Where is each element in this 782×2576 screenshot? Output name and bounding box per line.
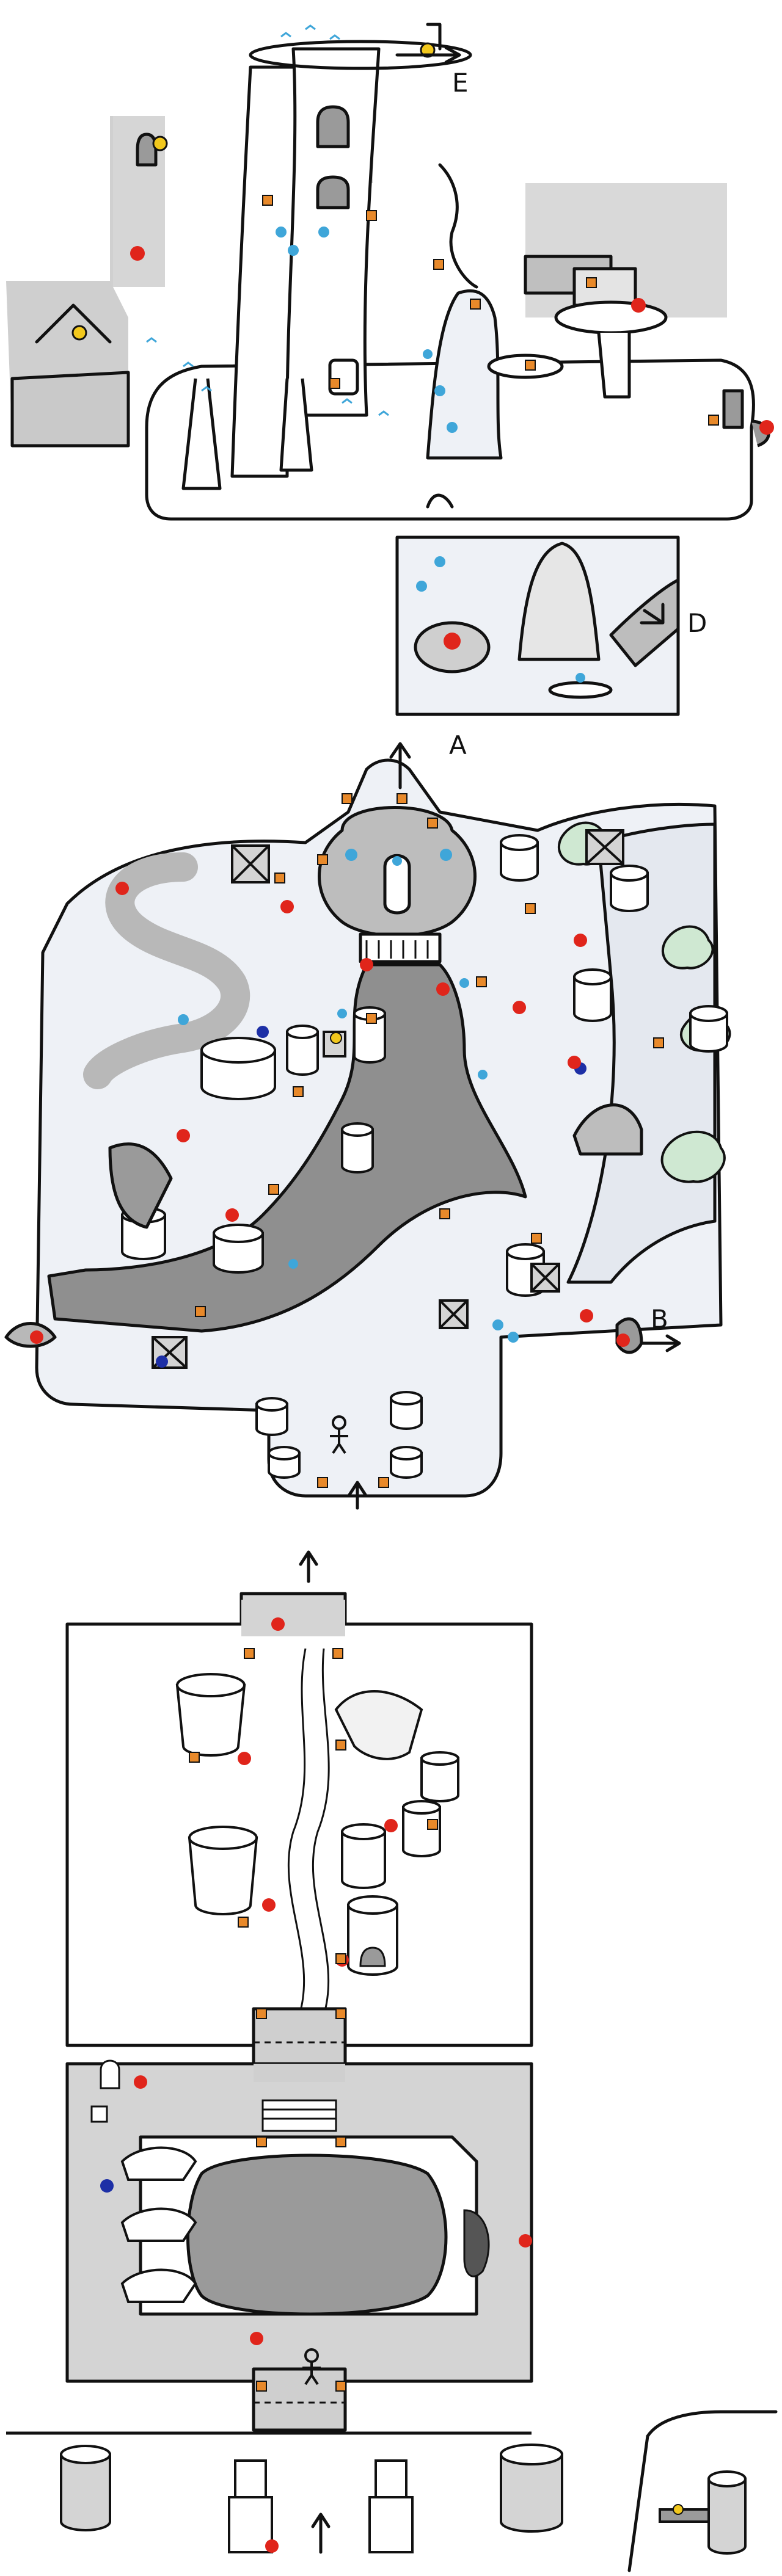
entry-arrow-town <box>348 1481 367 1510</box>
ramp-arch <box>572 1103 643 1156</box>
arena-steps-top <box>261 2099 337 2132</box>
tree-trunk-2 <box>279 378 313 472</box>
arena-gravestone <box>100 2059 120 2089</box>
west-pillar <box>10 371 130 448</box>
markers-upper <box>71 42 774 650</box>
markers-arena <box>100 1617 532 2553</box>
arena-entry-gap <box>254 2064 345 2082</box>
arena-sign <box>90 2105 108 2123</box>
tree-trunk-1 <box>181 378 222 490</box>
lower-rock-spire <box>517 542 601 661</box>
left-tower-door <box>136 132 158 167</box>
cliff-edge-corner <box>627 2434 649 2572</box>
west-ramp <box>108 1142 173 1229</box>
exit-arrow-d <box>640 603 665 625</box>
top-ring-post <box>426 23 442 51</box>
upper-field <box>65 1622 533 2047</box>
arena-pit <box>186 2153 448 2316</box>
label-e: E <box>452 68 469 98</box>
east-gate <box>722 389 744 429</box>
lower-hut-arch <box>426 493 454 509</box>
section-arena <box>6 1550 778 2572</box>
arena-stairs <box>120 2146 197 2303</box>
field-pillars <box>175 1673 459 1976</box>
south-corridor <box>252 2367 347 2432</box>
east-balcony <box>554 300 668 335</box>
lower-stepping-stone <box>548 681 613 699</box>
water-dots-upper <box>276 227 585 683</box>
player-figure-town <box>330 1415 348 1454</box>
east-house-shed <box>572 267 637 307</box>
west-pillar-roof <box>35 303 112 344</box>
central-tower-door-lower <box>316 175 350 209</box>
cliff-edge-line <box>438 163 478 289</box>
river <box>47 963 527 1333</box>
plaza-bridge-rails <box>365 940 429 959</box>
entry-arrow-south <box>311 2513 331 2554</box>
section-town: A B <box>4 730 731 1510</box>
exit-arrow-b <box>640 1334 681 1352</box>
central-tower-door <box>316 105 350 148</box>
section-upper-cliffs: E D <box>6 23 774 716</box>
bird-flock <box>146 24 389 416</box>
exit-arrow-e <box>395 46 461 64</box>
label-b: B <box>651 1304 668 1334</box>
exit-arrow-north <box>299 1550 318 1583</box>
markers-town <box>30 793 664 1488</box>
plaza-bridge <box>359 932 442 963</box>
label-a: A <box>449 730 467 760</box>
trail-1 <box>287 1648 307 2015</box>
crates <box>152 829 624 1369</box>
bottom-strip-objects <box>60 2444 747 2555</box>
spire-east <box>426 289 503 460</box>
field-pillar-door <box>359 1947 386 1967</box>
pillar-central-right <box>285 47 381 417</box>
top-ring-platform <box>249 40 472 70</box>
corner-coin <box>673 2504 684 2515</box>
water-dots-town <box>178 849 519 1343</box>
cliff-outline-corner <box>646 2410 778 2438</box>
arena-alcove <box>463 2209 490 2277</box>
label-d: D <box>687 608 707 638</box>
cylinder-buildings <box>121 834 728 1479</box>
player-figure-arena <box>302 2348 321 2386</box>
gate-opening <box>241 1600 345 1636</box>
plaza-statue <box>383 854 411 915</box>
exit-arrow-a <box>389 742 411 789</box>
east-balcony-stem <box>597 332 631 399</box>
western-path <box>83 852 250 1089</box>
trail-2 <box>312 1648 330 2015</box>
